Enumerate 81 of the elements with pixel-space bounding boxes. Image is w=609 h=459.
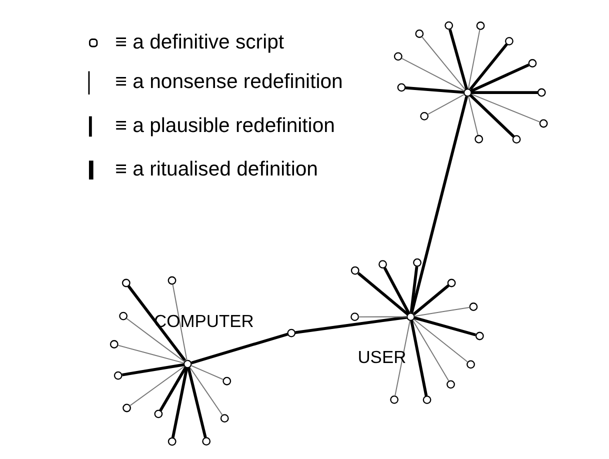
- connector: [467, 30, 480, 90]
- connector: [126, 285, 186, 362]
- node-circle: [202, 437, 210, 446]
- connector: [190, 365, 223, 380]
- node-circle: [222, 376, 231, 386]
- node-circle: [396, 83, 406, 92]
- connector: [468, 94, 514, 138]
- legend-label: ≡ a definitive script: [114, 31, 284, 54]
- label: USER: [357, 346, 406, 367]
- connector: [158, 366, 186, 412]
- node-circle: [118, 312, 128, 320]
- connector: [409, 266, 418, 313]
- node-circle: [220, 414, 228, 423]
- node-circle: [474, 134, 483, 144]
- label: COMPUTER: [154, 311, 254, 332]
- connector: [126, 318, 184, 362]
- connector: [170, 367, 188, 438]
- node-circle: [113, 371, 122, 380]
- connector: [410, 96, 468, 314]
- node-circle: [444, 21, 453, 30]
- node-circle: [406, 312, 414, 322]
- connector: [468, 43, 508, 90]
- legend-label: ≡ a nonsense redefinition: [114, 71, 342, 94]
- node-circle: [167, 437, 176, 446]
- node-circle: [476, 22, 484, 30]
- connector: [470, 94, 540, 122]
- node-circle: [109, 340, 118, 348]
- node-circle: [393, 52, 402, 61]
- connector: [294, 316, 407, 334]
- connector: [414, 316, 476, 336]
- connector: [468, 96, 478, 136]
- connector: [358, 316, 407, 318]
- connector: [414, 306, 470, 317]
- connector: [122, 363, 184, 376]
- node-circle: [414, 30, 424, 38]
- connector: [413, 318, 468, 362]
- connector: [420, 36, 465, 90]
- connector: [186, 367, 206, 438]
- connector: [470, 64, 529, 92]
- node-circle: [167, 276, 176, 285]
- node-circle: [182, 360, 192, 368]
- node-circle: [446, 278, 456, 288]
- node-circle: [536, 88, 546, 97]
- node-circle: [422, 396, 431, 404]
- node-circle: [154, 410, 162, 418]
- node-circle: [504, 36, 513, 46]
- connector: [404, 86, 464, 94]
- node-circle: [350, 266, 359, 275]
- node-circle: [122, 404, 130, 412]
- connector: [172, 284, 187, 361]
- node-circle: [528, 59, 536, 68]
- connector: [400, 58, 464, 92]
- node-circle: [538, 119, 548, 128]
- legend-label: ≡ a plausible redefinition: [114, 114, 334, 137]
- connector: [189, 367, 222, 416]
- connector: [356, 272, 408, 316]
- connector: [190, 332, 288, 364]
- node-circle: [462, 88, 472, 97]
- connector: [394, 320, 410, 396]
- connector: [471, 91, 538, 94]
- legend-label: ≡ a ritualised definition: [114, 158, 318, 180]
- connector: [128, 366, 184, 406]
- connector: [412, 320, 449, 382]
- node-circle: [474, 332, 484, 340]
- node-circle: [412, 258, 421, 267]
- node-circle: [286, 328, 296, 338]
- connector: [448, 29, 468, 90]
- node-circle: [468, 302, 478, 311]
- connector: [412, 284, 449, 316]
- connector: [426, 94, 464, 115]
- node-circle: [390, 395, 398, 404]
- node-circle: [512, 135, 520, 144]
- node-circle: [420, 112, 428, 120]
- node-circle: [121, 278, 130, 288]
- node-circle: [446, 380, 454, 389]
- node-circle: [466, 360, 474, 369]
- connector: [409, 320, 428, 396]
- connector: [117, 344, 184, 364]
- node-circle: [378, 260, 386, 269]
- connector: [382, 267, 410, 314]
- node-circle: [350, 312, 359, 322]
